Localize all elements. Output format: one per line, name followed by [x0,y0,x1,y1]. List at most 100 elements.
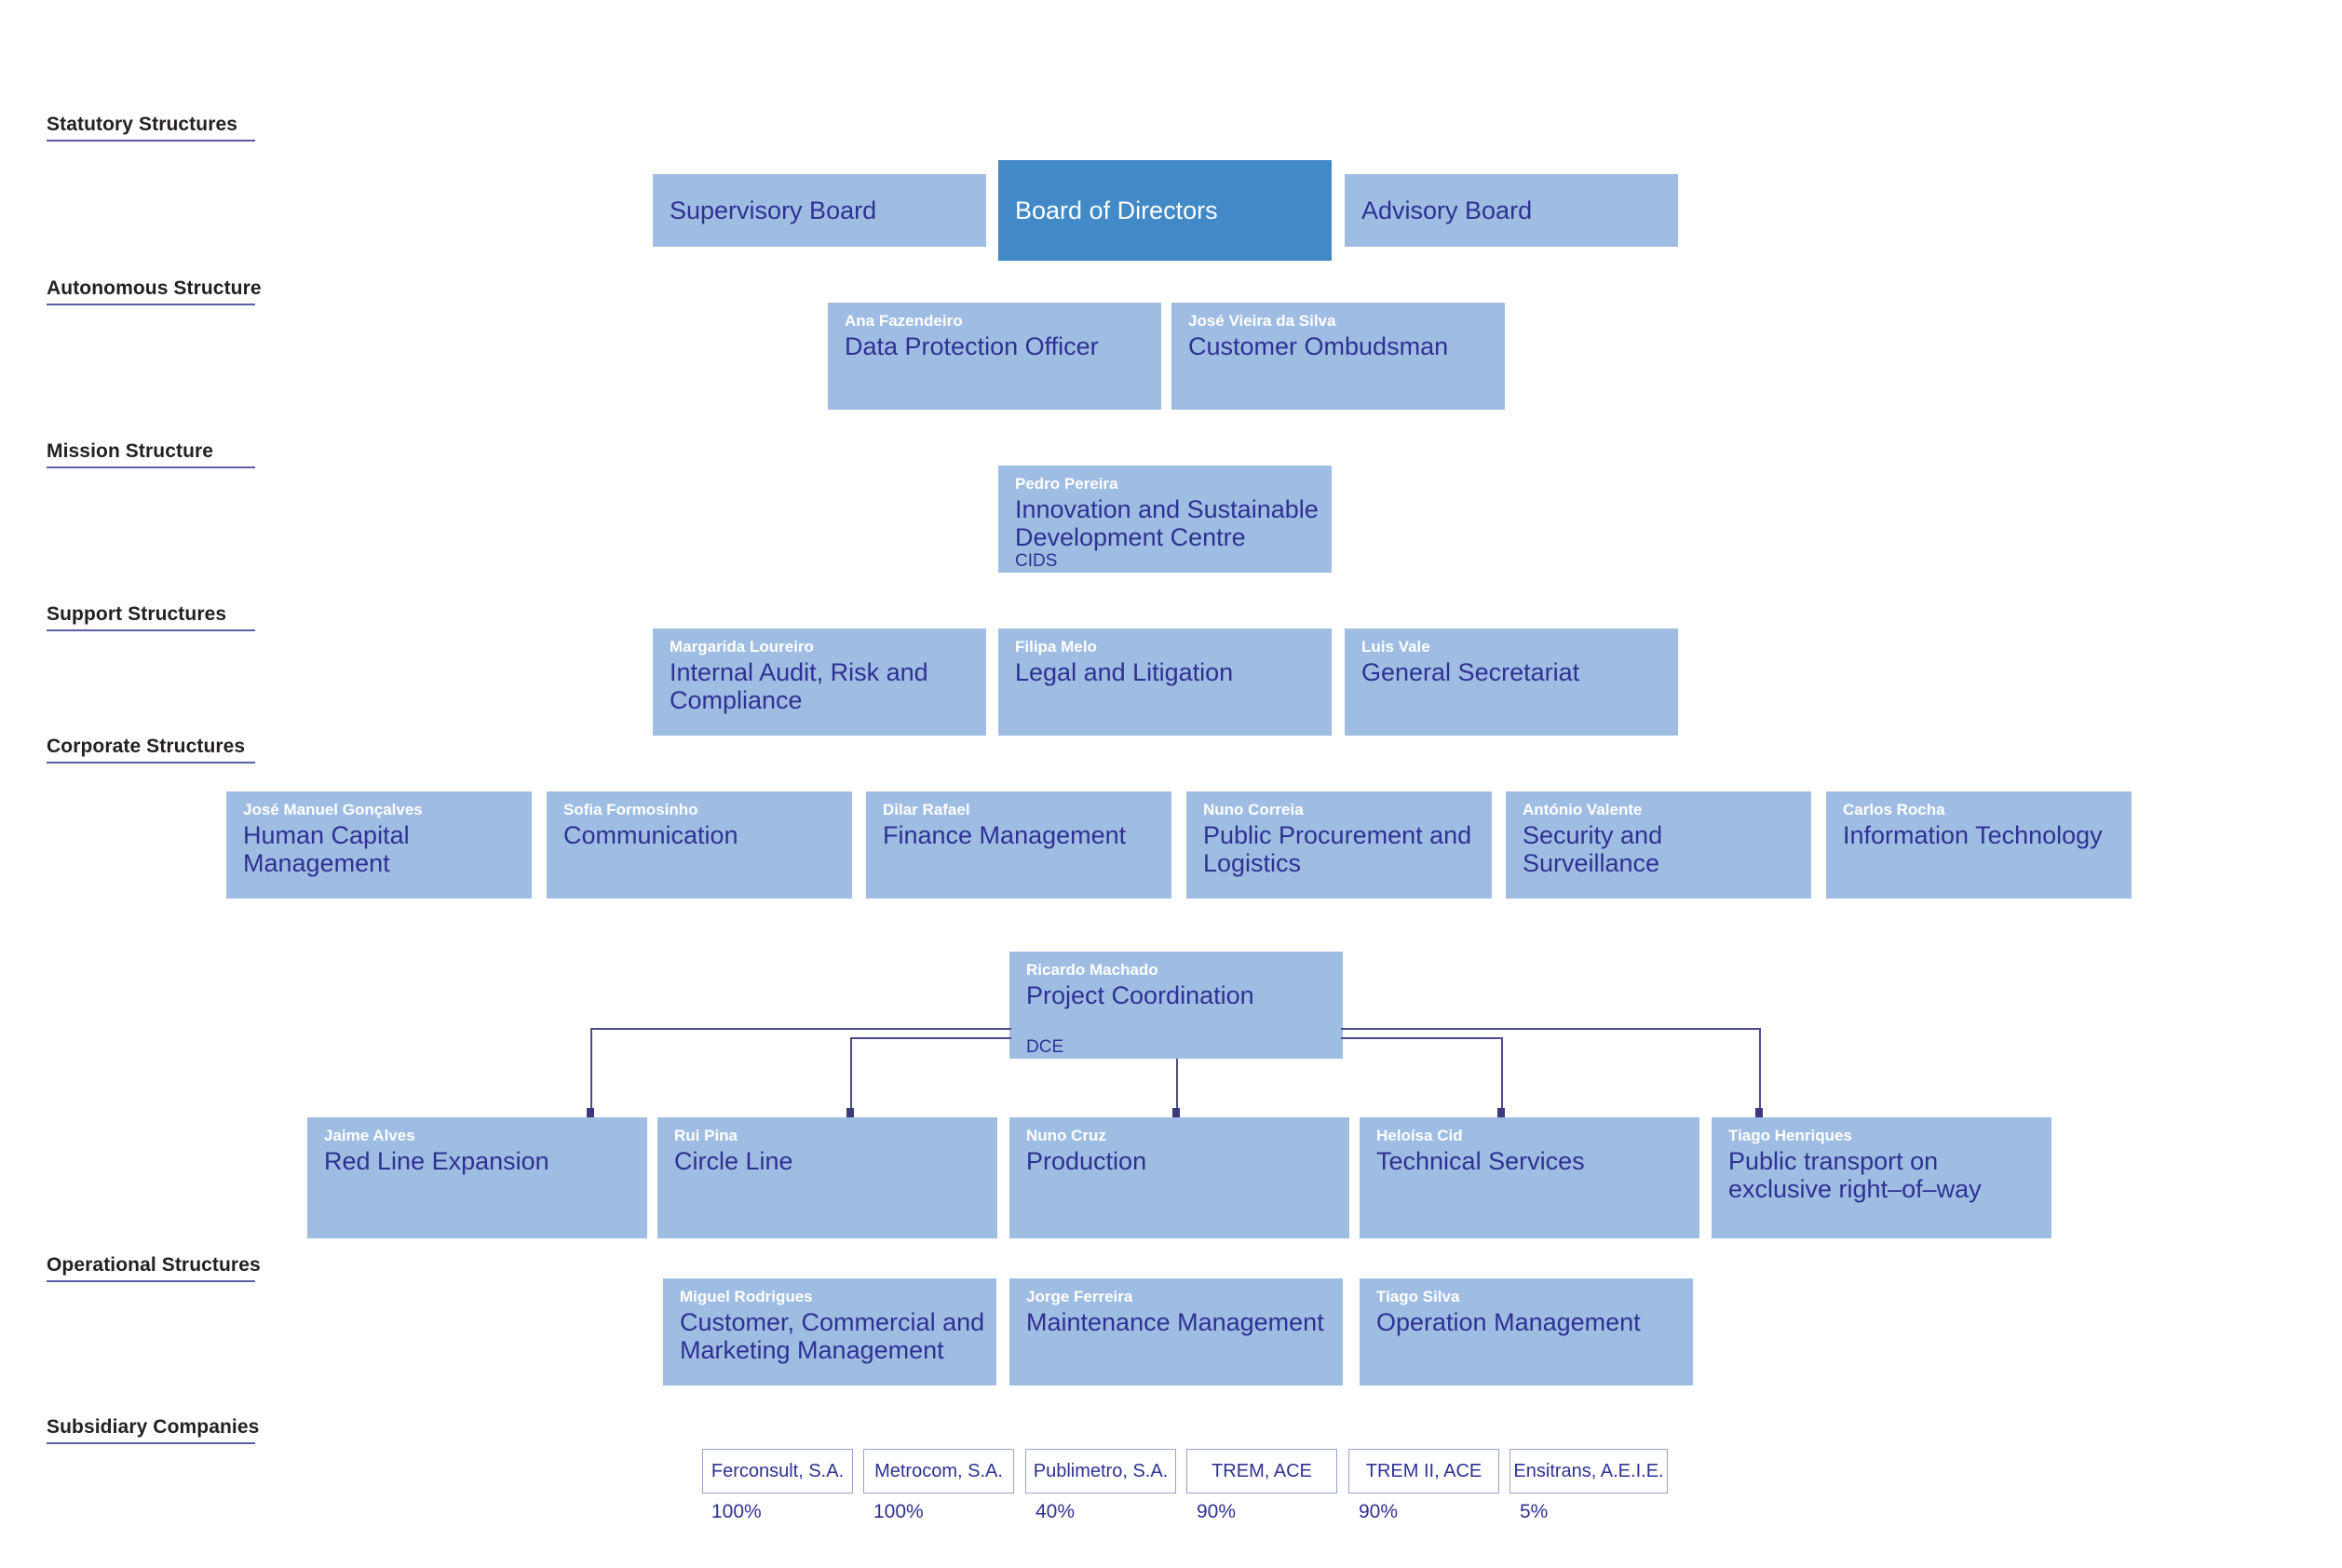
org-box-person: Tiago Silva [1376,1288,1460,1305]
org-box-innovation-and-sustainable-development-centre[interactable]: Pedro Pereira Innovation and Sustainable… [998,466,1332,573]
section-rule [47,629,255,631]
org-box-legal-and-litigation[interactable]: Filipa Melo Legal and Litigation [998,629,1332,736]
org-box-person: Jaime Alves [324,1127,415,1144]
org-box-title: Project Coordination [1026,981,1254,1009]
connector-drop-production [1176,1059,1178,1117]
org-box-person: Rui Pina [674,1127,738,1144]
org-box-operation-management[interactable]: Tiago Silva Operation Management [1360,1278,1693,1386]
subsidiary-share-trem-ace: 90% [1197,1501,1237,1522]
org-box-person: José Manuel Gonçalves [243,801,423,818]
org-box-production[interactable]: Nuno Cruz Production [1009,1117,1349,1238]
section-label-statutory-structures: Statutory Structures [47,114,255,142]
org-box-person: Luis Vale [1361,638,1430,656]
org-box-public-transport-exclusive-right-of-way[interactable]: Tiago Henriques Public transport on excl… [1712,1117,2051,1238]
org-box-board-of-directors[interactable]: Board of Directors [998,160,1332,261]
subsidiary-share-ensitrans: 5% [1520,1501,1549,1522]
subsidiary-share-publimetro: 40% [1036,1501,1076,1522]
subsidiary-box-publimetro[interactable]: Publimetro, S.A. [1025,1449,1176,1494]
subsidiary-share-ferconsult: 100% [711,1501,762,1522]
section-rule [47,466,255,468]
org-box-title: Maintenance Management [1026,1308,1324,1336]
org-box-technical-services[interactable]: Heloísa Cid Technical Services [1360,1117,1699,1238]
org-box-red-line-expansion[interactable]: Jaime Alves Red Line Expansion [307,1117,647,1238]
section-label-text: Support Structures [47,603,227,625]
connector-cap-circle-line [846,1108,854,1118]
section-label-text: Subsidiary Companies [47,1416,260,1438]
org-box-title: Operation Management [1376,1308,1641,1336]
section-label-text: Corporate Structures [47,736,246,757]
org-box-title: Finance Management [883,821,1127,849]
org-box-title: Internal Audit, Risk and Compliance [670,658,928,714]
connector-drop-technical-services [1501,1037,1503,1117]
org-box-person: Dilar Rafael [883,801,970,818]
section-label-text: Statutory Structures [47,114,238,135]
org-box-finance-management[interactable]: Dilar Rafael Finance Management [866,791,1171,899]
org-box-project-coordination[interactable]: Ricardo Machado Project Coordination DCE [1009,952,1343,1059]
org-box-person: Miguel Rodrigues [680,1288,813,1305]
subsidiary-box-metrocom[interactable]: Metrocom, S.A. [863,1449,1014,1494]
org-box-person: Tiago Henriques [1728,1127,1852,1144]
section-label-support-structures: Support Structures [47,603,255,631]
section-rule [47,140,255,142]
section-rule [47,304,255,305]
org-box-person: Filipa Melo [1015,638,1097,656]
subsidiary-name: TREM II, ACE [1365,1461,1482,1481]
org-box-communication[interactable]: Sofia Formosinho Communication [547,791,852,899]
org-box-title: Circle Line [674,1147,793,1175]
subsidiary-name: TREM, ACE [1212,1461,1312,1481]
org-box-title: Information Technology [1843,821,2103,849]
section-label-text: Autonomous Structure [47,277,262,299]
connector-stub-circle-line [850,1037,1011,1039]
org-box-person: Sofia Formosinho [563,801,698,818]
org-box-title: Technical Services [1376,1147,1585,1175]
section-label-autonomous-structure: Autonomous Structure [47,277,262,305]
subsidiary-box-trem-ii-ace[interactable]: TREM II, ACE [1348,1449,1499,1494]
org-box-security-and-surveillance[interactable]: António Valente Security and Surveillanc… [1506,791,1811,899]
org-box-human-capital-management[interactable]: José Manuel Gonçalves Human Capital Mana… [226,791,532,899]
org-box-maintenance-management[interactable]: Jorge Ferreira Maintenance Management [1009,1278,1343,1386]
org-box-title: Public Procurement and Logistics [1203,821,1472,877]
org-box-acronym: DCE [1026,1037,1064,1057]
org-box-person: Margarida Loureiro [670,638,814,656]
org-box-person: Heloísa Cid [1376,1127,1463,1144]
org-box-title: Human Capital Management [243,821,410,877]
subsidiary-box-ferconsult[interactable]: Ferconsult, S.A. [702,1449,853,1494]
org-box-advisory-board[interactable]: Advisory Board [1345,174,1678,247]
org-box-person: Carlos Rocha [1843,801,1945,818]
org-box-data-protection-officer[interactable]: Ana Fazendeiro Data Protection Officer [828,303,1161,410]
connector-cap-technical-services [1497,1108,1505,1118]
subsidiary-box-trem-ace[interactable]: TREM, ACE [1186,1449,1337,1494]
org-box-person: Jorge Ferreira [1026,1288,1133,1305]
org-box-public-procurement-and-logistics[interactable]: Nuno Correia Public Procurement and Logi… [1186,791,1492,899]
org-box-customer-commercial-and-marketing-management[interactable]: Miguel Rodrigues Customer, Commercial an… [663,1278,996,1386]
org-box-person: Pedro Pereira [1015,475,1118,493]
org-box-title: Legal and Litigation [1015,658,1234,686]
subsidiary-name: Ferconsult, S.A. [711,1461,845,1481]
org-box-supervisory-board[interactable]: Supervisory Board [653,174,986,247]
connector-cap-red-line-expansion [587,1108,594,1118]
org-box-general-secretariat[interactable]: Luis Vale General Secretariat [1345,629,1678,736]
org-box-title: Supervisory Board [670,196,877,224]
org-box-information-technology[interactable]: Carlos Rocha Information Technology [1826,791,2132,899]
subsidiary-box-ensitrans[interactable]: Ensitrans, A.E.I.E. [1509,1449,1668,1494]
org-box-person: Ricardo Machado [1026,961,1158,979]
org-box-person: Nuno Cruz [1026,1127,1106,1144]
org-box-title: Red Line Expansion [324,1147,549,1175]
subsidiary-name: Publimetro, S.A. [1033,1461,1169,1481]
org-box-customer-ombudsman[interactable]: José Vieira da Silva Customer Ombudsman [1171,303,1505,410]
org-box-acronym: CIDS [1015,551,1058,571]
section-label-subsidiary-companies: Subsidiary Companies [47,1416,259,1444]
connector-drop-red-line-expansion [590,1028,592,1117]
connector-cap-production [1172,1108,1180,1118]
org-box-title: Public transport on exclusive right–of–w… [1728,1147,1982,1203]
connector-horizontal-left [590,1028,1011,1030]
section-label-corporate-structures: Corporate Structures [47,736,255,764]
section-label-mission-structure: Mission Structure [47,440,255,468]
org-box-title: Production [1026,1147,1147,1175]
section-label-text: Mission Structure [47,440,214,462]
org-box-person: Ana Fazendeiro [845,312,963,330]
section-label-operational-structures: Operational Structures [47,1254,261,1282]
org-box-internal-audit-risk-and-compliance[interactable]: Margarida Loureiro Internal Audit, Risk … [653,629,986,736]
org-box-circle-line[interactable]: Rui Pina Circle Line [657,1117,997,1238]
